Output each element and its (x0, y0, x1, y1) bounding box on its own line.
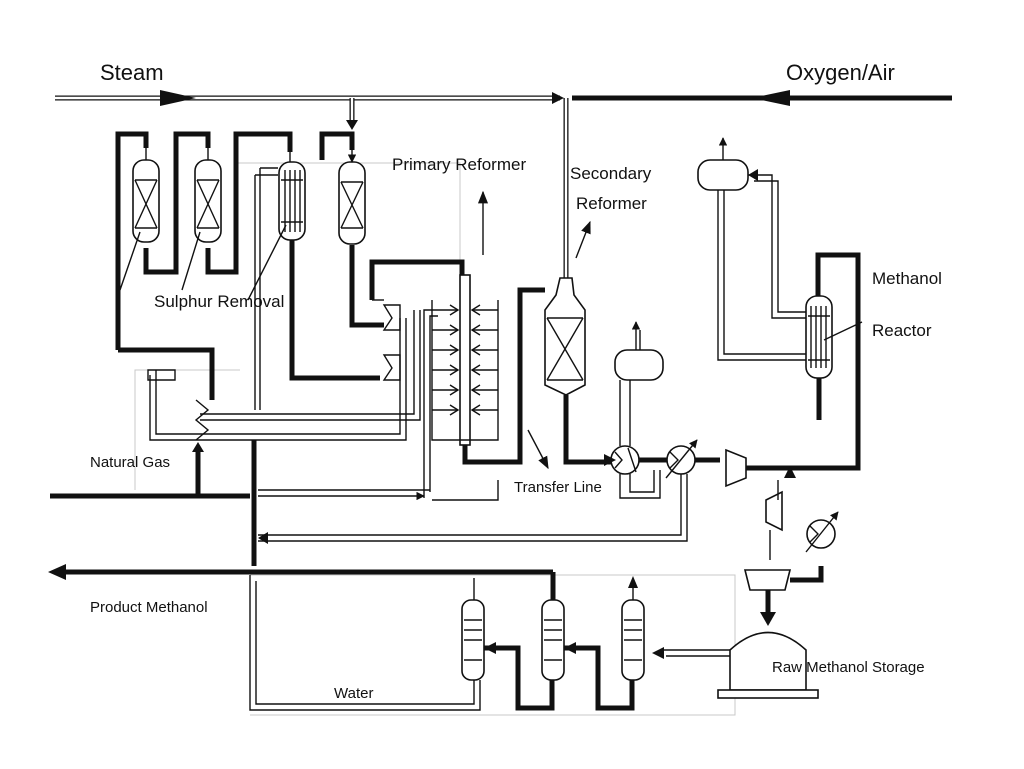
compressor-discharge-line (746, 252, 861, 471)
bed-inlet-arrows (145, 140, 352, 162)
distillation-column-3 (621, 599, 645, 681)
steam-header-line (55, 95, 560, 122)
cooler-return-arrow (258, 532, 268, 544)
reactor-drum-feed-arrow (748, 169, 758, 181)
storage-to-distillation-line (660, 649, 730, 657)
natural-gas-label: Natural Gas (90, 454, 170, 471)
methanol-reactor-label-line1: Methanol (872, 269, 942, 288)
sulphur-removal-bed-1 (132, 159, 160, 243)
methanol-separator (743, 569, 792, 591)
reactor-loop-lines (717, 174, 806, 361)
raw-methanol-storage-label: Raw Methanol Storage (772, 659, 925, 676)
fuel-gas-lines (147, 309, 438, 498)
secondary-reformer-outlet (563, 395, 612, 465)
water-line (249, 575, 481, 711)
steam-inlet-arrow (160, 90, 196, 106)
syngas-compressor (725, 448, 747, 488)
transfer-line-pointer (527, 429, 549, 470)
product-methanol-arrow (48, 564, 66, 580)
sulphur-removal-heat-exchanger (278, 161, 306, 241)
recycle-compressor (765, 480, 783, 560)
waste-heat-boiler (610, 380, 661, 499)
steam-drop-arrow (346, 120, 358, 130)
storage-to-distillation-arrow (652, 647, 664, 659)
secondary-reformer-label-line1: Secondary (570, 164, 652, 183)
separator-to-storage-arrow (760, 612, 776, 626)
methanol-reactor-label-line2: Reactor (872, 321, 932, 340)
natural-gas-arrow (192, 442, 204, 452)
recycle-arrow (784, 466, 796, 478)
water-label: Water (334, 685, 373, 702)
steam-drum (614, 321, 664, 381)
column-vent-arrows (628, 576, 638, 588)
feed-preheat-lines (254, 167, 278, 410)
distillation-column-2 (541, 599, 565, 681)
reactor-steam-drum (697, 137, 749, 191)
methanol-reactor (805, 295, 833, 379)
sulphur-removal-bed-3 (338, 161, 366, 245)
cooler-return-line (258, 474, 688, 542)
process-cooler-1 (665, 439, 698, 479)
product-methanol-label: Product Methanol (90, 599, 208, 616)
natural-gas-boundary-line (432, 480, 499, 501)
raw-methanol-storage-tank (717, 631, 819, 699)
plant-boundary-lines (134, 162, 736, 716)
syngas-arrow (604, 454, 616, 466)
steam-label: Steam (100, 60, 164, 85)
oxygen-air-label: Oxygen/Air (786, 60, 895, 85)
secondary-reformer-pointer (575, 220, 591, 259)
primary-reformer-tube (459, 274, 545, 465)
transfer-line-label: Transfer Line (514, 479, 602, 496)
natural-gas-feed-line (50, 399, 250, 499)
distillation-column-1 (461, 599, 485, 681)
primary-reformer-label: Primary Reformer (392, 155, 526, 174)
cooler-to-separator-line (790, 566, 824, 583)
reactor-pointer (823, 321, 863, 341)
primary-reformer-burners (431, 300, 499, 441)
sulphur-removal-bed-2 (194, 159, 222, 243)
secondary-reformer (544, 277, 586, 396)
primary-reformer-convection-coils (369, 259, 465, 381)
secondary-reformer-label-line2: Reformer (576, 194, 647, 213)
sulphur-removal-label: Sulphur Removal (154, 292, 284, 311)
oxygen-air-inlet-arrow (752, 90, 790, 106)
steam-junction-arrow (552, 92, 564, 104)
product-cooler (805, 511, 839, 553)
